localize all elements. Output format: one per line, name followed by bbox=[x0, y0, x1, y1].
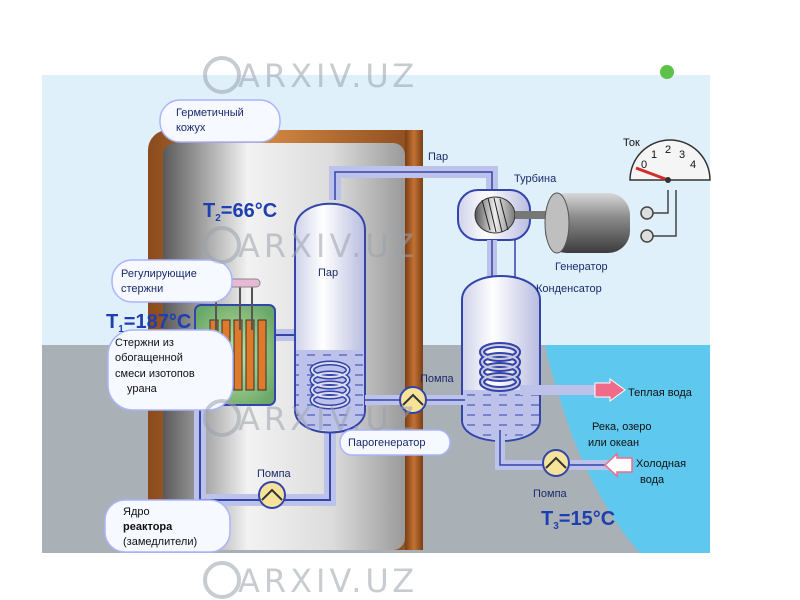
gauge-tick-4: 4 bbox=[690, 159, 696, 171]
t1-symbol: T bbox=[106, 311, 118, 333]
temperature-t3: T3=15°C bbox=[541, 508, 615, 532]
gauge-tick-0: 0 bbox=[641, 159, 647, 171]
pump-secondary bbox=[399, 386, 427, 414]
core-label-3: (замедлители) bbox=[123, 536, 197, 548]
ammeter-ticks: 0 1 2 3 4 bbox=[641, 144, 696, 171]
watermark-bottom: ARXIV.UZ bbox=[238, 562, 418, 600]
fuel-rods-label-1: Стержни из bbox=[115, 337, 174, 349]
temperature-t1: T1=187°C bbox=[106, 311, 191, 335]
pump-cooling bbox=[542, 449, 570, 477]
cold-water-label-1: Холодная bbox=[636, 458, 686, 470]
t3-symbol: T bbox=[541, 508, 553, 530]
control-rods-label-1: Регулирующие bbox=[121, 268, 197, 280]
condenser-water bbox=[463, 390, 539, 440]
containment-label-1: Герметичный bbox=[176, 107, 244, 119]
t3-value: =15 bbox=[559, 508, 593, 530]
watermark-logo-icon bbox=[203, 56, 241, 94]
water-body-label-1: Река, озеро bbox=[592, 421, 652, 433]
water-body-label-2: или океан bbox=[588, 437, 639, 449]
core-label-2: реактора bbox=[123, 521, 173, 533]
generator bbox=[544, 192, 630, 254]
core-label-1: Ядро bbox=[123, 506, 150, 518]
watermark-group: ARXIV.UZ ARXIV.UZ ARXIV.UZ ARXIV.UZ bbox=[203, 56, 418, 600]
fuel-rods-label-4: урана bbox=[127, 383, 158, 395]
gauge-tick-1: 1 bbox=[651, 149, 657, 161]
t2-symbol: T bbox=[203, 200, 215, 222]
gauge-tick-3: 3 bbox=[679, 149, 685, 161]
t1-unit: °C bbox=[169, 311, 191, 333]
t3-sub: 3 bbox=[553, 521, 559, 532]
steam-inner-label: Пар bbox=[318, 267, 338, 279]
steam-generator-coil-highlight bbox=[311, 362, 349, 408]
pump-cooling-label: Помпа bbox=[533, 488, 568, 500]
ammeter bbox=[629, 139, 711, 183]
cold-water-pipe-outline bbox=[499, 430, 615, 466]
generator-label: Генератор bbox=[555, 261, 608, 273]
watermark-logo-icon bbox=[203, 399, 241, 437]
temperature-t2: T2=66°C bbox=[203, 200, 277, 224]
watermark-logo-icon bbox=[203, 226, 241, 264]
turbine-blades bbox=[481, 197, 509, 233]
fuel-rods-label-3: смеси изотопов bbox=[115, 368, 195, 380]
turbine-label: Турбина bbox=[514, 173, 557, 185]
svg-text:T1=187°C: T1=187°C bbox=[106, 311, 191, 335]
warm-water-arrow bbox=[594, 378, 626, 402]
fuel-rods-label-2: обогащенной bbox=[115, 352, 183, 364]
pump-primary-label: Помпа bbox=[257, 468, 292, 480]
warm-water-label: Теплая вода bbox=[628, 387, 693, 399]
pump-primary bbox=[258, 481, 286, 509]
t3-unit: °C bbox=[593, 508, 615, 530]
turbine-shaft bbox=[515, 211, 547, 219]
label-bubbles bbox=[104, 99, 451, 553]
control-rods-label-2: стержни bbox=[121, 283, 163, 295]
condenser-coil-highlight bbox=[481, 344, 519, 390]
cold-water-arrow bbox=[603, 452, 633, 478]
pump-secondary-label: Помпа bbox=[420, 373, 455, 385]
watermark-lower: ARXIV.UZ bbox=[238, 400, 418, 438]
steam-generator-label: Парогенератор bbox=[348, 437, 425, 449]
water-body bbox=[545, 345, 710, 553]
t1-value: =187 bbox=[124, 311, 169, 333]
containment-label-2: кожух bbox=[176, 122, 206, 134]
watermark-top: ARXIV.UZ bbox=[238, 57, 418, 95]
containment-wall-right bbox=[405, 130, 423, 550]
t1-sub: 1 bbox=[118, 324, 124, 335]
current-label: Ток bbox=[623, 137, 640, 149]
gauge-tick-2: 2 bbox=[665, 144, 671, 156]
watermark-middle: ARXIV.UZ bbox=[238, 227, 418, 265]
cold-water-label-2: вода bbox=[640, 474, 665, 486]
generator-terminals bbox=[640, 206, 654, 243]
steam-pipe-outline bbox=[334, 171, 493, 200]
watermark-logo-icon bbox=[203, 561, 241, 599]
svg-text:T3=15°C: T3=15°C bbox=[541, 508, 615, 532]
svg-text:T2=66°C: T2=66°C bbox=[203, 200, 277, 224]
steam-top-label: Пар bbox=[428, 151, 448, 163]
condenser-label: Конденсатор bbox=[536, 283, 602, 295]
generator-wires bbox=[653, 190, 677, 237]
t2-value: =66 bbox=[221, 200, 255, 222]
status-dot bbox=[660, 65, 674, 79]
t2-unit: °C bbox=[255, 200, 277, 222]
t2-sub: 2 bbox=[215, 213, 221, 224]
